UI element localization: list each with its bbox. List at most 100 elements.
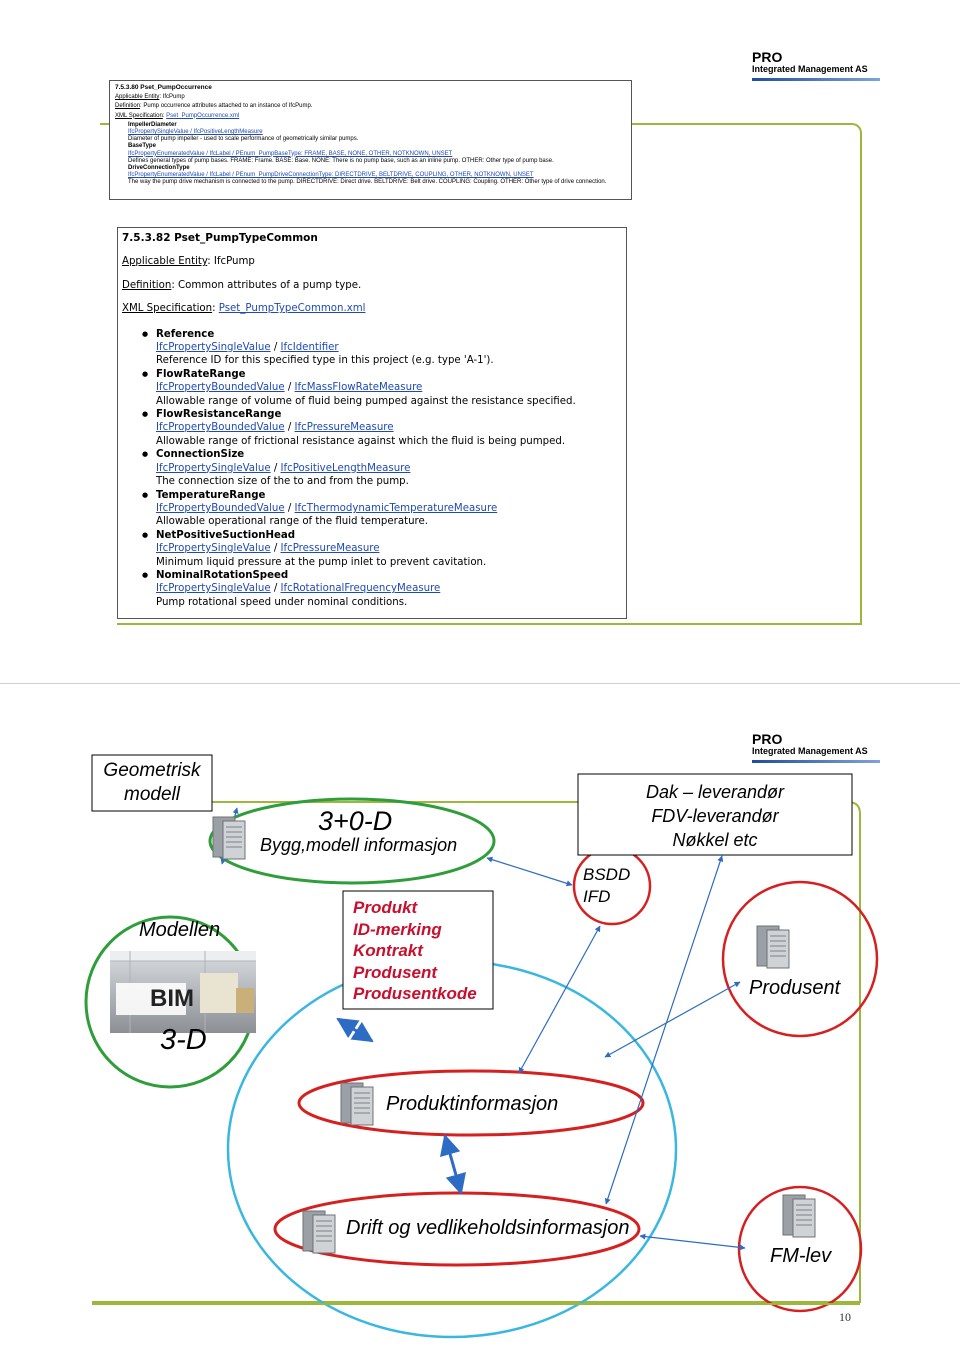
property-desc: The connection size of the to and from t… [156,476,409,488]
property-desc: Allowable operational range of the fluid… [156,516,429,528]
property-types[interactable]: IfcPropertyEnumeratedValue / IfcLabel / … [128,172,534,179]
geometrisk-label: Geometrisk modell [92,759,212,807]
slide-1: PRO Integrated Management AS 7.5.3.80 Ps… [0,0,960,683]
geometrisk-line-1: Geometrisk [103,760,201,781]
geometrisk-line-2: modell [124,784,180,805]
page-number: 10 [839,1310,851,1324]
property-types[interactable]: IfcPropertyEnumeratedValue / IfcLabel / … [128,150,453,157]
arrow-produsent-produktinfo [604,981,741,1058]
dak-label: Dak – leverandør FDV-leverandør Nøkkel e… [578,780,852,852]
server-icon [212,816,246,865]
property-desc: Allowable range of frictional resistance… [156,435,566,447]
arrow-produktinfo-drift [439,1133,467,1196]
property-desc: Pump rotational speed under nominal cond… [156,596,408,608]
logo-bar [752,760,880,763]
company-logo: PRO Integrated Management AS [752,50,880,81]
doc1-definition-label: Definition [115,103,141,110]
property-type-link[interactable]: IfcPropertySingleValue [156,543,271,555]
product-attributes: Produkt ID-merking Kontrakt Produsent Pr… [353,897,477,1005]
property-name: TemperatureRange [156,489,622,502]
property-types[interactable]: IfcPropertySingleValue / IfcPositiveLeng… [128,129,263,136]
property-name: FlowResistanceRange [156,408,622,421]
property-measure-link[interactable]: IfcIdentifier [280,342,339,354]
property-measure-link[interactable]: IfcPressureMeasure [280,543,380,555]
model-ellipse [208,797,496,885]
product-box [342,890,494,1010]
slide-divider [0,683,960,684]
product-line: ID-merking [353,919,442,939]
bim-information-flow-diagram [84,754,879,1339]
property-name: NominalRotationSpeed [156,569,622,582]
threed-label: 3-D [160,1024,207,1056]
property-name: ImpellerDiameter [128,121,177,128]
produsent-ellipse [721,880,879,1038]
property-desc: Reference ID for this specified type in … [156,355,494,367]
property-type-link[interactable]: IfcPropertyBoundedValue [156,422,285,434]
bim-label: BIM [150,985,194,1012]
property-desc: Minimum liquid pressure at the pump inle… [156,556,487,568]
doc1-definition-value: : Pump occurrence attributes attached to… [140,103,313,110]
nokkel-line: Nøkkel etc [672,830,758,850]
property-name: ConnectionSize [156,448,622,461]
property-desc: The way the pump drive mechanism is conn… [128,179,607,186]
property-measure-link[interactable]: IfcThermodynamicTemperatureMeasure [294,502,498,514]
logo-bar [752,78,880,81]
property-desc: Diameter of pump impeller - used to scal… [128,136,359,143]
property-type-link[interactable]: IfcPropertySingleValue [156,342,271,354]
property-name: DriveConnectionType [128,165,190,172]
property-type-link[interactable]: IfcPropertyBoundedValue [156,382,285,394]
arrow-dak-drift [604,855,724,1205]
product-line: Produkt [353,898,418,917]
ifd-line: IFD [583,887,611,906]
list-item: NetPositiveSuctionHeadIfcPropertySingleV… [156,529,622,569]
model-subtitle: Bygg,modell informasjon [260,835,458,855]
doc1-heading: 7.5.3.80 Pset_PumpOccurrence [115,84,212,91]
doc2-heading: 7.5.3.82 Pset_PumpTypeCommon [122,232,318,244]
server-icon [756,925,790,974]
arrow-drift-fmlev [639,1233,746,1251]
property-type-link[interactable]: IfcPropertyBoundedValue [156,502,285,514]
property-measure-link[interactable]: IfcPositiveLengthMeasure [280,462,411,474]
product-line: Produsent [353,962,438,982]
doc1-xml-label: XML Specification [115,112,163,119]
doc2-applicable-value: : IfcPump [207,256,255,268]
arrow-bsdd-produktinfo [518,925,601,1074]
pset-pump-occurrence-doc: 7.5.3.80 Pset_PumpOccurrence Applicable … [109,80,632,200]
property-name: FlowRateRange [156,368,622,381]
produktinformasjon-label: Produktinformasjon [386,1093,559,1115]
property-measure-link[interactable]: IfcRotationalFrequencyMeasure [280,583,441,595]
property-desc: Defines general types of pump bases. FRA… [128,157,554,164]
produsent-label: Produsent [749,977,841,999]
bim-image [110,951,256,1033]
logo-company: Integrated Management AS [752,64,868,74]
property-type-link[interactable]: IfcPropertySingleValue [156,583,271,595]
doc2-applicable-label: Applicable Entity [122,256,208,268]
bsdd-line: BSDD [583,865,631,884]
server-icon [340,1082,374,1131]
slide-frame-bottom [117,623,862,625]
doc2-definition-label: Definition [122,279,172,291]
logo-pro: PRO [752,731,783,747]
property-type-link[interactable]: IfcPropertySingleValue [156,462,271,474]
modellen-label: Modellen [139,919,221,941]
server-icon [782,1194,816,1243]
property-name: Reference [156,328,622,341]
logo-pro: PRO [752,49,783,65]
product-line: Kontrakt [353,941,423,960]
doc1-xml-link[interactable]: Pset_PumpOccurrence.xml [166,112,240,119]
fm-lev-label: FM-lev [770,1245,832,1267]
list-item: FlowResistanceRangeIfcPropertyBoundedVal… [156,408,622,448]
doc2-xml-label: XML Specification [122,303,213,315]
property-desc: Allowable range of volume of fluid being… [156,395,576,407]
property-measure-link[interactable]: IfcPressureMeasure [294,422,394,434]
doc2-xml-link[interactable]: Pset_PumpTypeCommon.xml [218,303,366,315]
product-lifecycle-ellipse [226,959,678,1339]
property-measure-link[interactable]: IfcMassFlowRateMeasure [294,382,423,394]
